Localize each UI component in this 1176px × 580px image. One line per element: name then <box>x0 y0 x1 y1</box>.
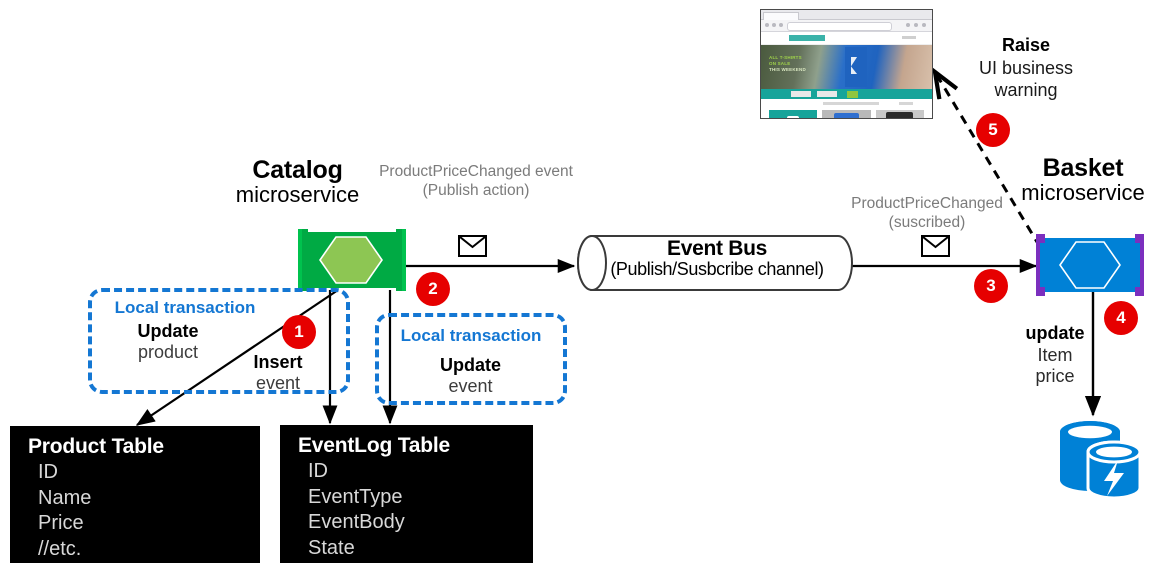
insert-event-action: Insert event <box>253 352 303 393</box>
local-transaction-1-heading: Local transaction <box>114 298 256 317</box>
product-card[interactable] <box>822 110 871 118</box>
basket-microservice-icon[interactable] <box>1036 234 1144 296</box>
step-badge-4: 4 <box>1104 301 1138 335</box>
hero-banner: ALL T-SHIRTS ON SALE THIS WEEKEND <box>761 45 932 89</box>
envelope-publish-icon <box>458 235 487 257</box>
step-badge-5: 5 <box>976 113 1010 147</box>
product-card[interactable] <box>875 110 924 118</box>
basket-subtitle: microservice <box>1021 180 1145 205</box>
catalog-subtitle: microservice <box>235 182 360 207</box>
step-badge-4-number: 4 <box>1116 308 1126 327</box>
eventlog-table-title: EventLog Table <box>298 434 450 457</box>
update-product-action: Update product <box>137 321 199 362</box>
event-bus-label: Event Bus (Publish/Susbcribe channel) <box>592 237 842 280</box>
raise-warning-label: Raise UI business warning <box>978 35 1074 101</box>
filter-bar <box>761 89 932 99</box>
browser-urlbar <box>761 20 932 32</box>
product-table-column: //etc. <box>38 538 82 561</box>
publish-label: ProductPriceChanged event (Publish actio… <box>379 163 573 200</box>
eventlog-table-column: State <box>308 537 355 560</box>
product-table-title: Product Table <box>28 435 164 458</box>
hero-text: ALL T-SHIRTS ON SALE THIS WEEKEND <box>769 55 806 73</box>
product-table-column: Name <box>38 486 92 509</box>
step-badge-2-number: 2 <box>428 279 438 298</box>
step-badge-5-number: 5 <box>988 120 998 139</box>
step-badge-3-number: 3 <box>986 276 996 295</box>
basket-title: Basket <box>1042 154 1124 182</box>
eventlog-table-box: EventLog Table ID EventType EventBody St… <box>280 425 533 563</box>
envelope-subscribe-icon <box>921 235 950 257</box>
eventlog-table-column: EventBody <box>308 511 405 534</box>
apply-filter-button[interactable] <box>847 90 858 98</box>
step-badge-2: 2 <box>416 272 450 306</box>
subscribe-label: ProductPriceChanged (suscribed) <box>851 195 1003 232</box>
redis-database-icon <box>1060 421 1142 500</box>
update-item-price-label: update Item price <box>1025 323 1085 387</box>
product-table-column: ID <box>38 461 58 484</box>
hexagon-icon <box>1059 241 1121 289</box>
product-table-box: Product Table ID Name Price //etc. <box>10 426 260 563</box>
catalog-title-group: Catalog microservice <box>195 156 400 207</box>
catalog-web-ui-screenshot[interactable]: ALL T-SHIRTS ON SALE THIS WEEKEND <box>760 9 933 119</box>
step-badge-3: 3 <box>974 269 1008 303</box>
browser-address-input[interactable] <box>787 22 892 31</box>
product-card[interactable] <box>769 110 818 118</box>
site-header <box>761 32 932 45</box>
product-grid <box>761 108 932 118</box>
eventlog-table-column: ID <box>308 460 328 483</box>
browser-tabstrip <box>761 10 932 21</box>
local-transaction-box-2 <box>375 313 567 405</box>
event-bus-title: Event Bus <box>667 237 767 260</box>
local-transaction-2-heading: Local transaction <box>400 326 542 345</box>
catalog-title: Catalog <box>252 156 343 184</box>
product-table-column: Price <box>38 512 84 535</box>
local-transaction-box-1 <box>88 288 350 394</box>
hexagon-icon <box>319 236 383 284</box>
update-event-action: Update event <box>439 355 501 396</box>
results-meta <box>761 99 932 108</box>
step-badge-1: 1 <box>282 315 316 349</box>
basket-title-group: Basket microservice <box>990 154 1176 205</box>
catalog-microservice-icon[interactable] <box>298 229 406 291</box>
event-bus-subtitle: (Publish/Susbcribe channel) <box>610 259 824 280</box>
eventlog-table-column: EventType <box>308 485 403 508</box>
step-badge-1-number: 1 <box>294 322 304 341</box>
